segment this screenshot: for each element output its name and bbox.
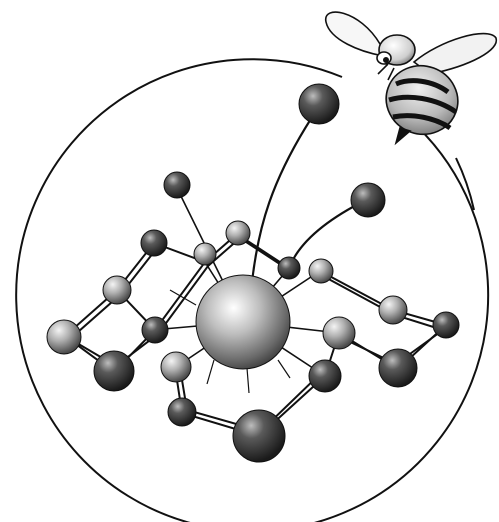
atom-right-mid bbox=[379, 296, 407, 324]
atom-top-left bbox=[164, 172, 190, 198]
atom-bottom-left bbox=[168, 398, 196, 426]
atom-inner-right bbox=[323, 317, 355, 349]
bee-icon bbox=[326, 12, 497, 144]
atom-lower-left bbox=[161, 352, 191, 382]
atom-top-stem bbox=[299, 84, 339, 124]
atom-lower-right-inner bbox=[309, 360, 341, 392]
atom-far-left bbox=[47, 320, 81, 354]
atom-bottom bbox=[233, 410, 285, 462]
atom-left-mid bbox=[103, 276, 131, 304]
atom-lower-right bbox=[379, 349, 417, 387]
atom-top-mid bbox=[226, 221, 250, 245]
frame-circle-right-arc bbox=[456, 158, 474, 210]
atom-upper-right bbox=[278, 257, 300, 279]
atom-center bbox=[196, 275, 290, 369]
atom-right-upper bbox=[309, 259, 333, 283]
atom-left-upper bbox=[141, 230, 167, 256]
atom-lower-far-left bbox=[94, 351, 134, 391]
atom-right-stem bbox=[351, 183, 385, 217]
atom-mid-left bbox=[194, 243, 216, 265]
atom-far-right bbox=[433, 312, 459, 338]
atom-inner-left bbox=[142, 317, 168, 343]
